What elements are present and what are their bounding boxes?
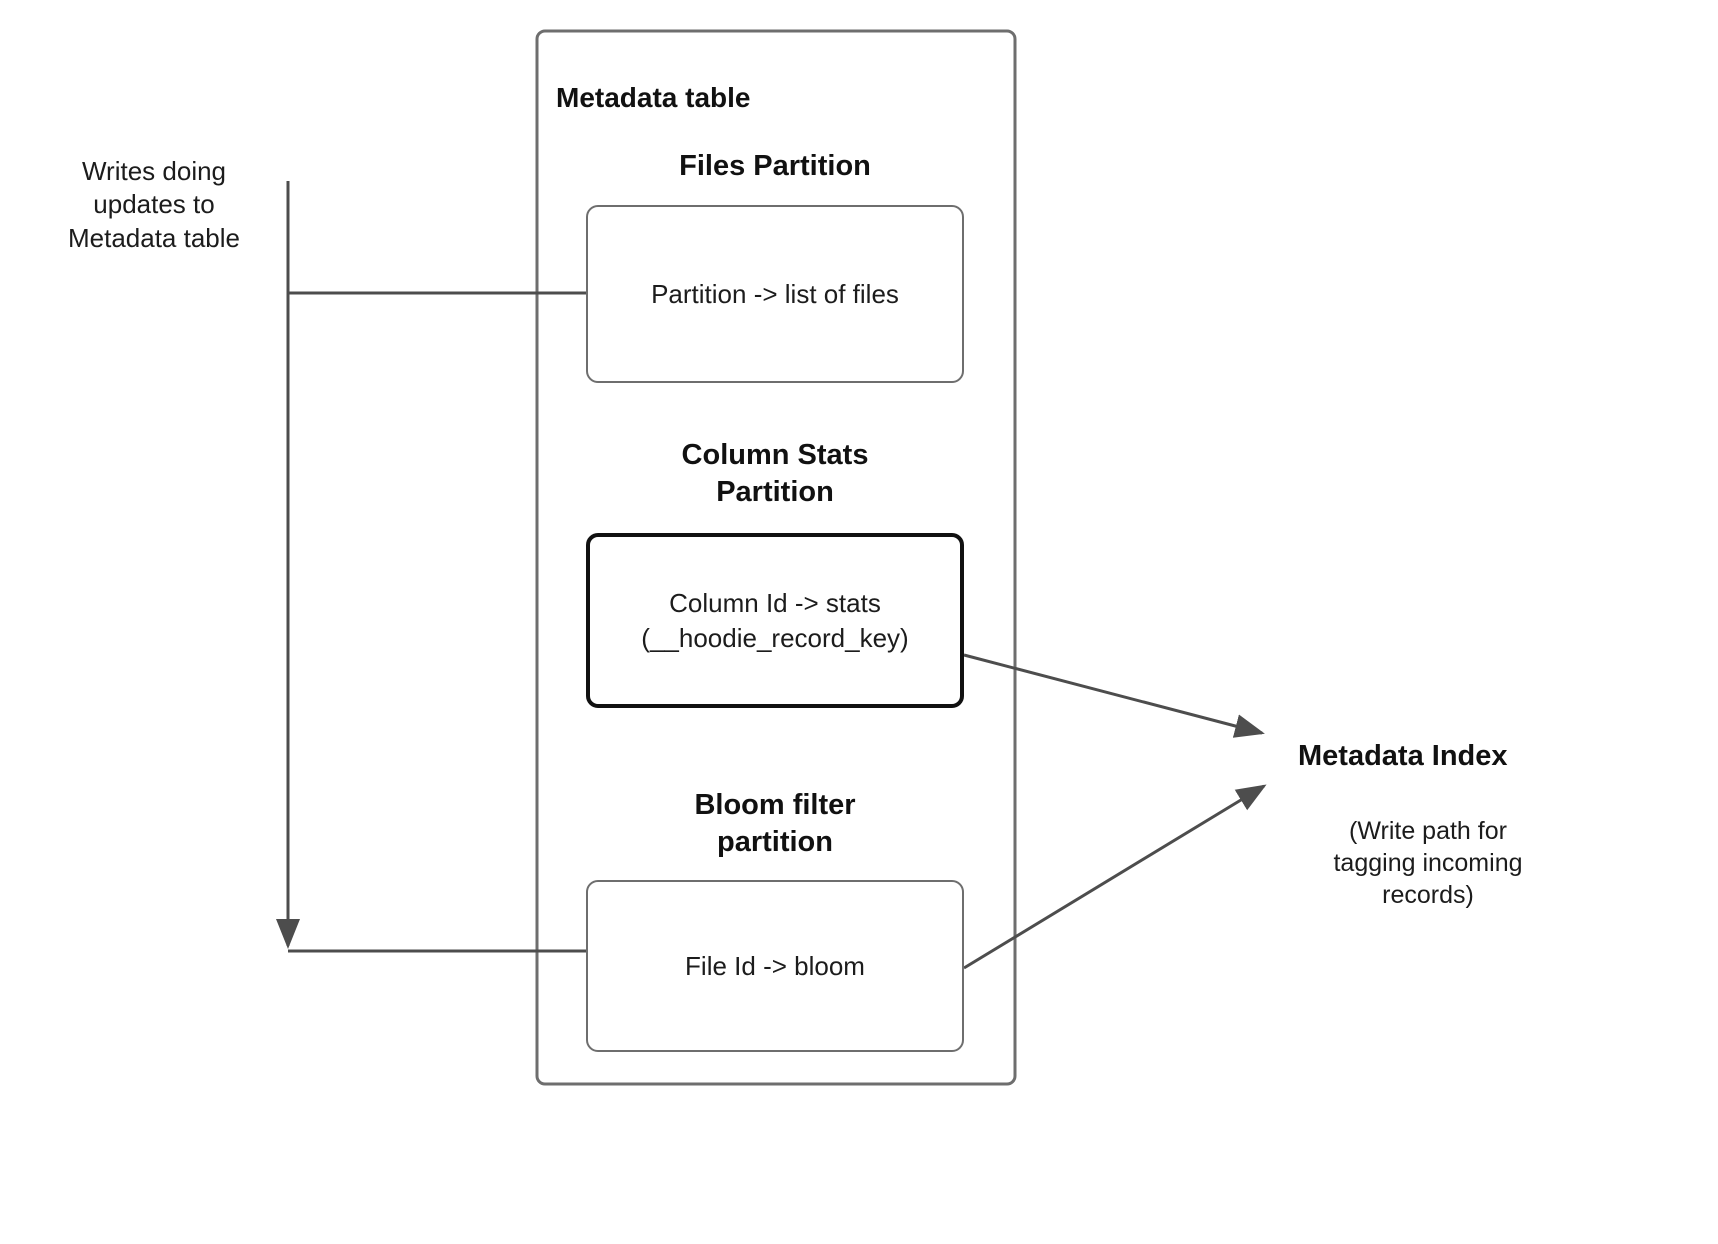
column-stats-partition-box-text: Column Id -> stats (__hoodie_record_key) xyxy=(641,588,909,653)
metadata-index-subtitle: (Write path for tagging incoming records… xyxy=(1333,817,1523,909)
connector-column-stats-to-metadata-index xyxy=(963,653,1265,738)
metadata-table-title: Metadata table xyxy=(556,82,751,113)
files-partition-box-text: Partition -> list of files xyxy=(651,278,899,309)
left-note-text: Writes doing updates to Metadata table xyxy=(67,156,240,253)
metadata-index-title: Metadata Index xyxy=(1298,740,1508,772)
column-stats-partition-box[interactable]: Column Id -> stats (__hoodie_record_key) xyxy=(586,533,964,708)
bloom-filter-partition-heading: Bloom filter partition xyxy=(694,789,856,859)
connector-bloom-to-metadata-index xyxy=(963,784,1267,970)
bloom-filter-partition-box[interactable]: File Id -> bloom xyxy=(586,880,964,1052)
column-stats-partition-heading: Column Stats Partition xyxy=(681,439,869,509)
bloom-filter-partition-box-text: File Id -> bloom xyxy=(685,950,865,981)
files-partition-heading: Files Partition xyxy=(679,150,871,182)
files-partition-box[interactable]: Partition -> list of files xyxy=(586,205,964,383)
